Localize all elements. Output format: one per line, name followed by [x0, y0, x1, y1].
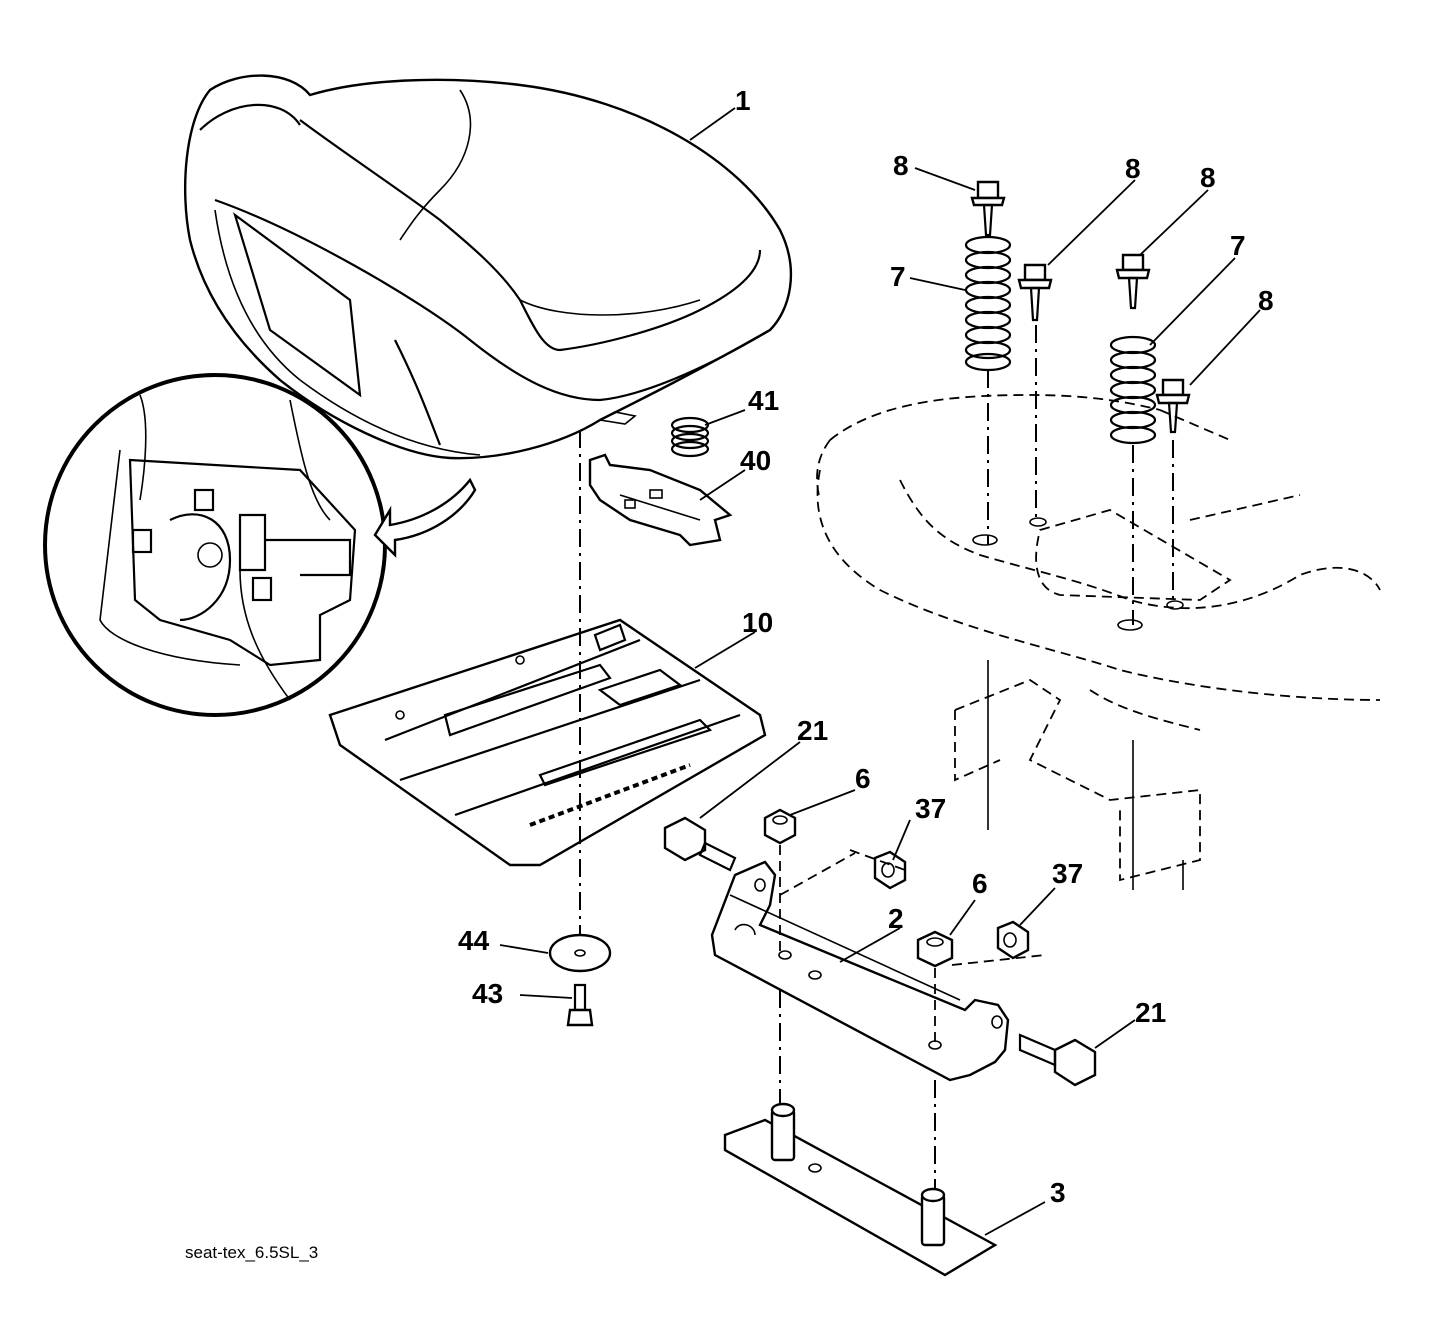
bolt-part-8-d	[1155, 378, 1191, 434]
seat-bracket-part-2	[710, 860, 1010, 1082]
callout-21: 21	[1135, 997, 1166, 1028]
bolt-part-8-b	[1017, 263, 1053, 322]
seat-switch-detail-view	[43, 373, 477, 717]
frame-vertical-lines	[987, 660, 1184, 890]
bracket-part-40	[588, 453, 733, 547]
bolt-part-8-c	[1115, 253, 1151, 310]
locknut-part-37-lower	[996, 920, 1030, 960]
bolt-part-21-right	[1018, 1033, 1097, 1087]
callout-7: 7	[1230, 230, 1246, 261]
locknut-part-37-upper	[873, 850, 907, 890]
callout-43: 43	[472, 978, 503, 1009]
callout-21: 21	[797, 715, 828, 746]
callout-7: 7	[890, 261, 906, 292]
bolt-part-43	[566, 983, 594, 1027]
callout-1: 1	[735, 85, 751, 116]
callout-8: 8	[1125, 153, 1141, 184]
callout-10: 10	[742, 607, 773, 638]
washer-part-44	[548, 933, 612, 973]
callout-44: 44	[458, 925, 490, 956]
callout-37: 37	[915, 793, 946, 824]
callout-6: 6	[972, 868, 988, 899]
leader-lines	[499, 107, 1261, 1236]
seat-pan-part-10	[328, 618, 767, 867]
nut-part-6-upper	[763, 808, 797, 845]
seat-part-1	[183, 74, 793, 460]
spring-part-41	[670, 416, 710, 458]
callout-37: 37	[1052, 858, 1083, 889]
callout-41: 41	[748, 385, 779, 416]
callout-2: 2	[888, 903, 904, 934]
callout-8: 8	[1258, 285, 1274, 316]
spring-part-7-left	[964, 235, 1012, 372]
diagram-caption: seat-tex_6.5SL_3	[185, 1243, 318, 1262]
plate-part-3	[723, 1102, 998, 1277]
callout-8: 8	[1200, 162, 1216, 193]
spring-part-7-right	[1109, 335, 1157, 445]
callout-6: 6	[855, 763, 871, 794]
guide-lines-bracket	[779, 845, 1046, 1045]
callout-3: 3	[1050, 1177, 1066, 1208]
nut-part-6-lower	[916, 930, 954, 968]
frame-outline	[816, 394, 1381, 882]
bolt-part-21-left	[663, 816, 737, 872]
bolt-part-8-a	[970, 180, 1006, 237]
callout-8: 8	[893, 150, 909, 181]
callout-40: 40	[740, 445, 771, 476]
